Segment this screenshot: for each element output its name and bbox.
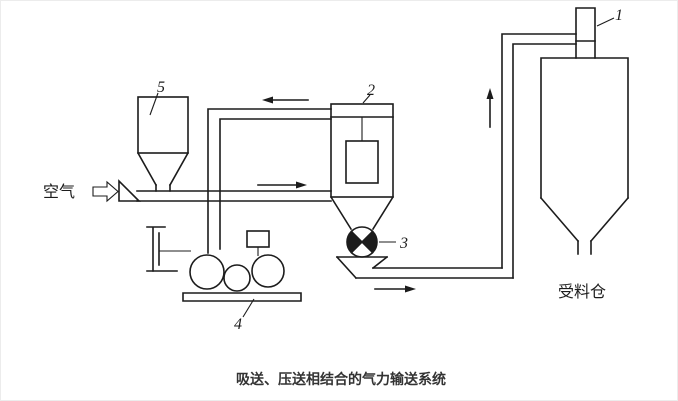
part5-label: 5 xyxy=(157,79,165,96)
air-label: 空气 xyxy=(43,182,75,201)
blower-unit xyxy=(146,226,302,302)
riser-pipe xyxy=(501,33,577,279)
part3-label: 3 xyxy=(399,235,408,252)
part4-label: 4 xyxy=(234,316,242,333)
flow-arrow-up xyxy=(486,88,494,128)
rotary-valve xyxy=(346,226,378,258)
flow-arrow-right-bottom xyxy=(374,285,416,293)
part2-label: 2 xyxy=(367,82,375,99)
air-inlet-arrow xyxy=(92,180,119,203)
flow-arrow-left xyxy=(262,96,309,104)
exhaust-filter xyxy=(575,7,596,59)
flow-arrow-right-mid xyxy=(257,181,307,189)
leader-lines xyxy=(149,17,615,318)
air-inlet-pipe xyxy=(136,190,332,202)
silo-label: 受料仓 xyxy=(558,282,606,301)
part1-label: 1 xyxy=(615,7,623,24)
separator xyxy=(329,103,395,231)
feed-bowl xyxy=(335,255,389,280)
discharge-pipe xyxy=(355,267,514,279)
diagram-caption: 吸送、压送相结合的气力输送系统 xyxy=(236,371,446,388)
receiving-silo xyxy=(539,57,630,255)
return-pipe xyxy=(207,108,332,254)
intake-valve xyxy=(118,179,141,202)
feed-hopper xyxy=(136,96,190,192)
